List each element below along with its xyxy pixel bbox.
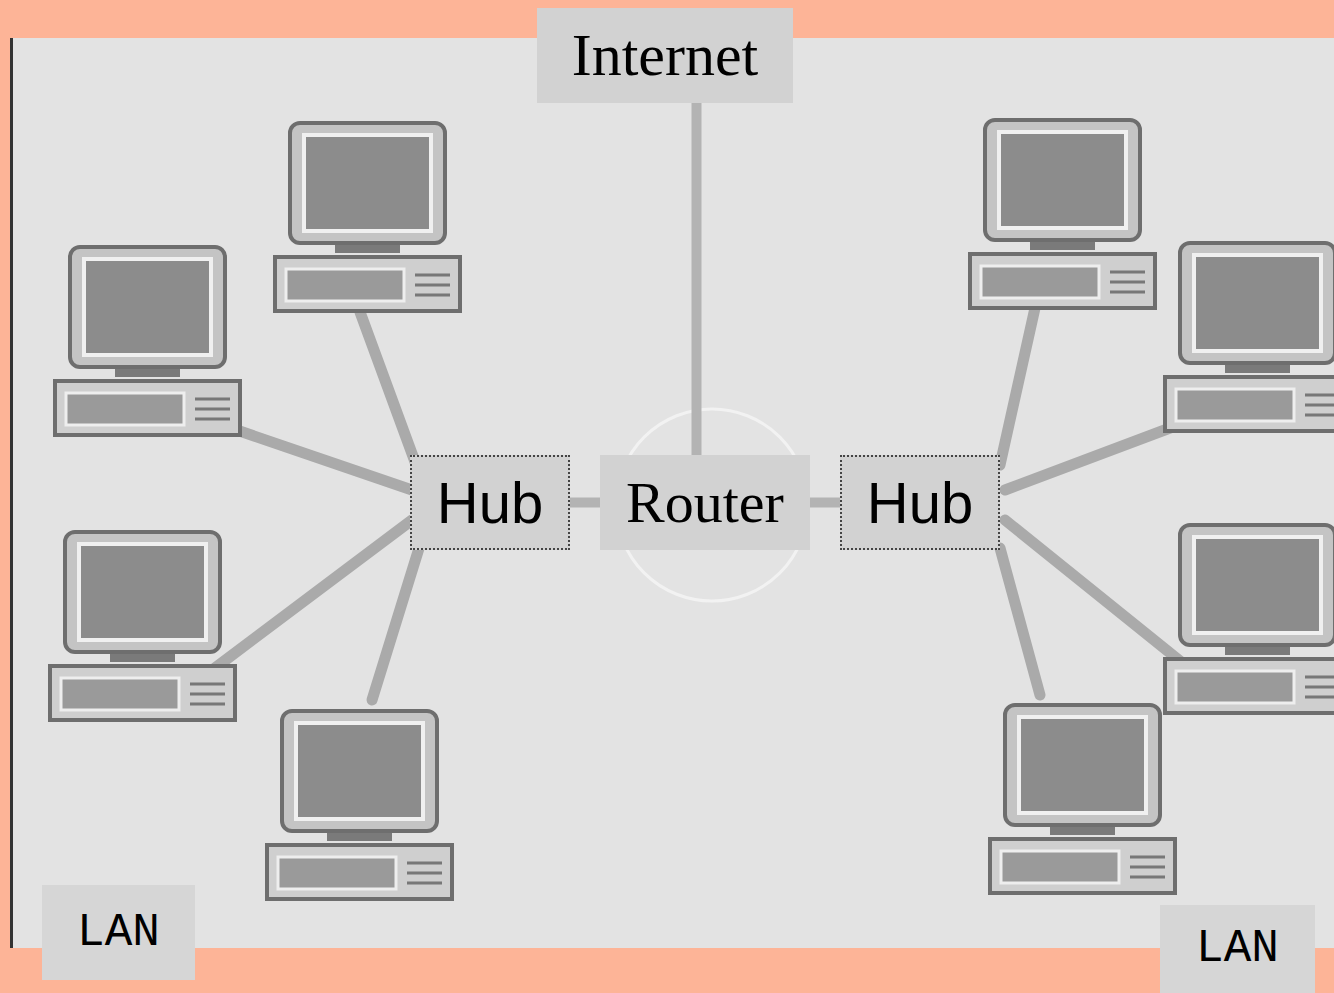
- computer-icon: [990, 705, 1175, 893]
- network-link: [810, 498, 840, 508]
- hub-box: Hub: [840, 455, 1000, 550]
- hub-box: Hub: [410, 455, 570, 550]
- computer-icon: [1165, 243, 1334, 431]
- node-text: Internet: [572, 21, 759, 90]
- computer-icon: [55, 247, 240, 435]
- node-text: Hub: [867, 469, 973, 536]
- computer-icon: [50, 532, 235, 720]
- network-label: LAN: [1160, 905, 1315, 993]
- node-text: Hub: [437, 469, 543, 536]
- network-link: [692, 103, 702, 455]
- router-ring: [616, 409, 808, 601]
- network-label: LAN: [42, 885, 195, 980]
- network-link: [570, 498, 600, 508]
- router-box: Router: [600, 455, 810, 550]
- computer-icon: [1165, 525, 1334, 713]
- network-cloud-box: Internet: [537, 8, 793, 103]
- computer-icon: [267, 711, 452, 899]
- computer-icon: [970, 120, 1155, 308]
- computer-icon: [275, 123, 460, 311]
- node-text: Router: [626, 469, 784, 536]
